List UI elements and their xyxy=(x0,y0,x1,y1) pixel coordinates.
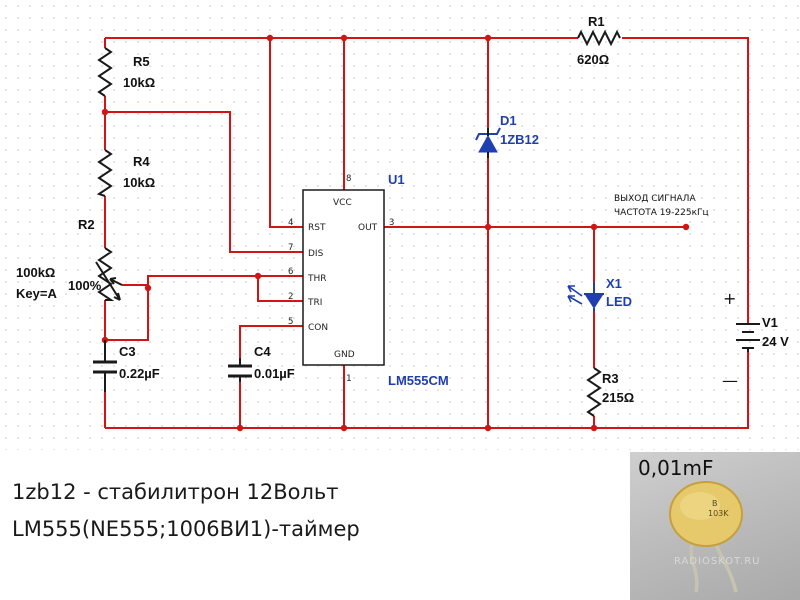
c4-ref: C4 xyxy=(254,344,271,359)
r3-value: 215Ω xyxy=(602,390,634,405)
caption-timer-note: LM555(NE555;1006ВИ1)-таймер xyxy=(12,517,360,541)
pin-vcc-num: 8 xyxy=(346,174,351,184)
wire-wiper xyxy=(105,275,303,341)
junction-dot xyxy=(254,272,262,280)
resistor-r4: R4 10kΩ xyxy=(96,149,155,197)
junction-dot xyxy=(340,34,348,42)
output-note-line2: ЧАСТОТА 19-225кГц xyxy=(614,208,709,218)
junction-dot xyxy=(266,34,274,42)
resistor-r5: R5 10kΩ xyxy=(97,47,155,97)
capacitor-photo: 0,01mF B 103K RADIOSKOT.RU xyxy=(630,452,800,600)
r1-ref: R1 xyxy=(588,14,605,29)
junction-dot xyxy=(236,424,244,432)
u1-ref: U1 xyxy=(388,172,405,187)
r2-key: Key=A xyxy=(16,286,57,301)
photo-marking-line2: 103K xyxy=(708,509,729,518)
pin-out-num: 3 xyxy=(389,218,394,228)
photo-watermark: RADIOSKOT.RU xyxy=(674,556,761,567)
caption-zener-note: 1zb12 - стабилитрон 12Вольт xyxy=(12,480,339,504)
zener-diode-d1: D1 1ZB12 xyxy=(475,113,539,158)
resistor-r3: R3 215Ω xyxy=(586,367,634,417)
d1-ref: D1 xyxy=(500,113,517,128)
wire-rst xyxy=(269,38,303,228)
timer-ic-u1: U1 LM555CM VCC 8 RST 4 DIS 7 THR 6 TRI 2… xyxy=(288,172,449,388)
pin-dis-num: 7 xyxy=(288,243,293,253)
c4-value: 0.01µF xyxy=(254,366,295,381)
c3-ref: C3 xyxy=(119,344,136,359)
grid-background xyxy=(0,0,800,450)
c3-value: 0.22µF xyxy=(119,366,160,381)
pin-thr-label: THR xyxy=(307,274,327,284)
r2-percent: 100% xyxy=(68,278,102,293)
output-note-line1: ВЫХОД СИГНАЛА xyxy=(614,194,696,204)
pin-con-num: 5 xyxy=(288,317,293,327)
r2-ref: R2 xyxy=(78,217,95,232)
pin-dis-label: DIS xyxy=(308,249,324,259)
photo-marking-line1: B xyxy=(712,499,718,508)
pin-tri-num: 2 xyxy=(288,292,293,302)
r2-value: 100kΩ xyxy=(16,265,55,280)
junction-dot xyxy=(484,34,492,42)
junction-dot xyxy=(340,424,348,432)
pin-out-label: OUT xyxy=(358,223,378,233)
junction-dot xyxy=(590,424,598,432)
output-terminal-dot xyxy=(682,223,690,231)
r3-ref: R3 xyxy=(602,371,619,386)
pin-gnd-label: GND xyxy=(334,350,355,360)
x1-ref: X1 xyxy=(606,276,622,291)
junction-dot xyxy=(484,424,492,432)
potentiometer-r2: R2 100kΩ Key=A 100% xyxy=(16,217,123,301)
capacitor-c4: C4 0.01µF xyxy=(228,344,295,382)
pin-rst-label: RST xyxy=(308,223,326,233)
ceramic-capacitor-image: B 103K xyxy=(669,481,743,593)
junction-dot xyxy=(144,284,152,292)
v1-minus: — xyxy=(722,371,738,390)
battery-v1: + — V1 24 V xyxy=(722,289,789,390)
circuit-schematic: R1 620Ω R5 10kΩ R4 10kΩ R2 100kΩ Key=A 1… xyxy=(0,0,800,450)
r4-ref: R4 xyxy=(133,154,150,169)
pin-tri-label: TRI xyxy=(307,298,322,308)
wire-dis xyxy=(105,111,303,253)
led-x1: X1 LED xyxy=(567,276,632,312)
junction-dot xyxy=(484,223,492,231)
pin-gnd-num: 1 xyxy=(346,374,351,384)
r1-value: 620Ω xyxy=(577,52,609,67)
wire-con xyxy=(239,325,303,428)
capacitor-c3: C3 0.22µF xyxy=(93,340,160,392)
u1-part: LM555CM xyxy=(388,373,449,388)
wire-bottom-rail xyxy=(105,388,749,429)
r5-ref: R5 xyxy=(133,54,150,69)
d1-value: 1ZB12 xyxy=(500,132,539,147)
v1-ref: V1 xyxy=(762,315,778,330)
pin-con-label: CON xyxy=(308,323,328,333)
pin-vcc-label: VCC xyxy=(333,198,352,208)
junction-dot xyxy=(590,223,598,231)
photo-label: 0,01mF xyxy=(638,456,714,480)
x1-value: LED xyxy=(606,294,632,309)
r5-value: 10kΩ xyxy=(123,75,155,90)
v1-value: 24 V xyxy=(762,334,789,349)
v1-plus: + xyxy=(723,289,736,308)
junction-dot xyxy=(101,108,109,116)
resistor-r1: R1 620Ω xyxy=(577,14,621,67)
r4-value: 10kΩ xyxy=(123,175,155,190)
pin-thr-num: 6 xyxy=(288,267,293,277)
pin-rst-num: 4 xyxy=(288,218,293,228)
